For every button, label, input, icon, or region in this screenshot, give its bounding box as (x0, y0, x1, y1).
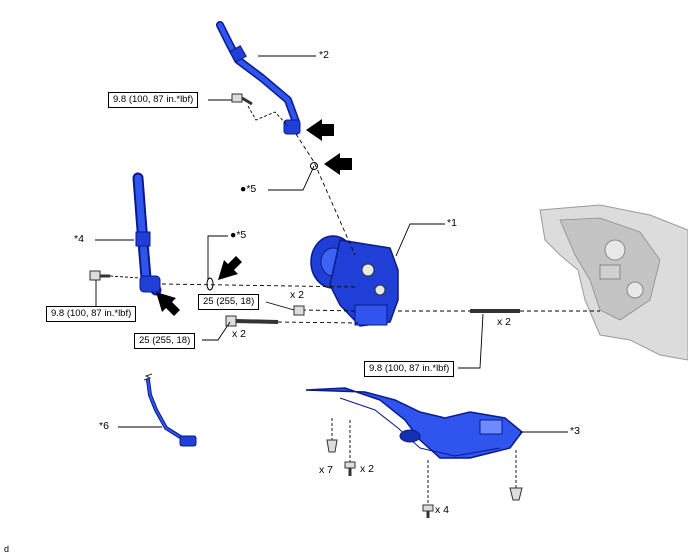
qty-screw: x 2 (360, 463, 375, 475)
leader-nut (301, 309, 359, 312)
callout-5-upper: ●*5 (240, 183, 257, 195)
qty-bolt-cover: x 4 (435, 504, 450, 516)
torque-spec-stud-bolt: 9.8 (100, 87 in.*lbf) (364, 361, 455, 377)
callout-2: *2 (319, 49, 329, 61)
wire-harness-6 (143, 373, 197, 447)
torque-spec-long-bolt: 25 (255, 18) (134, 333, 196, 349)
callout-4: *4 (74, 233, 84, 245)
engine-block (539, 204, 688, 361)
arrow-lower-oring (218, 256, 242, 280)
torque-spec-left-bolt: 9.8 (100, 87 in.*lbf) (46, 306, 137, 322)
torque-spec-upper-bolt: 9.8 (100, 87 in.*lbf) (108, 92, 199, 108)
clip (326, 439, 338, 453)
engine-undercover-3 (305, 387, 524, 459)
o-ring-lower (206, 277, 214, 291)
arrow-upper-pipe (306, 119, 334, 141)
bolt-long (225, 315, 279, 327)
bolt-left (89, 270, 110, 281)
qty-nut: x 2 (290, 289, 305, 301)
qty-bolt-long: x 2 (232, 328, 247, 340)
figure-code: d (4, 544, 10, 554)
arrow-left-pipe (156, 292, 180, 316)
arrow-upper-oring (324, 153, 352, 175)
bolt-upper (231, 93, 253, 106)
screw (344, 461, 356, 476)
leader-bolt-upper (247, 105, 289, 127)
qty-clip: x 7 (319, 464, 334, 476)
discharge-hose-2 (216, 21, 301, 135)
bolt-cover (422, 504, 434, 518)
callout-6: *6 (99, 420, 109, 432)
torque-spec-nut: 25 (255, 18) (198, 294, 260, 310)
leader-bolt-left (109, 275, 141, 279)
qty-stud: x 2 (497, 316, 512, 328)
suction-hose-4 (132, 172, 162, 296)
leader-compressor-left (161, 283, 359, 288)
nut (293, 305, 305, 316)
leader-bolt-long (277, 321, 359, 324)
leader-compressor-upper (295, 133, 356, 256)
callout-1: *1 (447, 217, 457, 229)
callout-5-lower: ●*5 (230, 229, 247, 241)
callout-3: *3 (570, 425, 580, 437)
clip-right (509, 487, 523, 501)
compressor-1 (310, 235, 399, 327)
